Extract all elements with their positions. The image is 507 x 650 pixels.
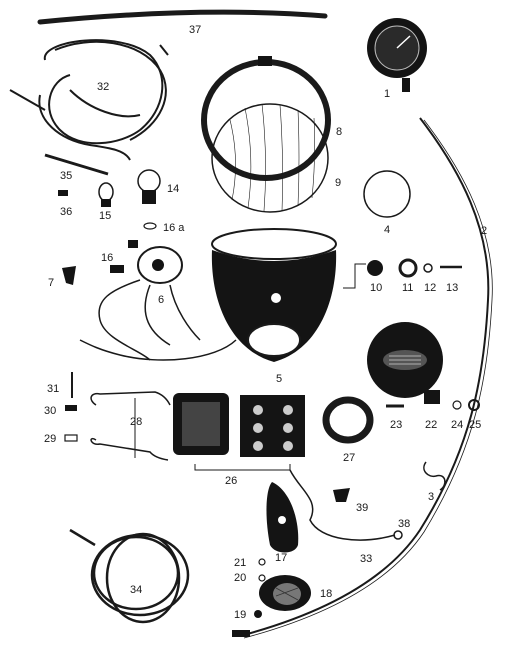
callout-16a: 16 a xyxy=(163,222,185,234)
callout-38: 38 xyxy=(398,518,410,530)
callout-15: 15 xyxy=(99,210,111,222)
callout-32: 32 xyxy=(97,81,109,93)
seal-ring-part xyxy=(322,396,374,444)
callout-33: 33 xyxy=(360,553,372,565)
small-bulb-part xyxy=(98,182,114,207)
horn-washer-part xyxy=(452,400,462,410)
clip-part xyxy=(62,266,76,285)
callout-26: 26 xyxy=(225,475,237,487)
speedometer-cable-inner xyxy=(243,119,493,639)
speedometer-cable-part xyxy=(239,117,490,637)
screw-part xyxy=(254,610,262,618)
callout-16: 16 xyxy=(101,252,113,264)
headlamp-lens-part xyxy=(211,103,329,213)
spring-lower-part xyxy=(90,438,169,461)
housing-cable-part xyxy=(79,339,237,361)
nut-part xyxy=(423,263,433,273)
washer-small-part xyxy=(258,574,266,582)
callout-11: 11 xyxy=(402,282,413,294)
callout-14: 14 xyxy=(167,183,179,195)
callout-28: 28 xyxy=(130,416,142,428)
callout-19: 19 xyxy=(234,609,246,621)
junction-box-part xyxy=(173,393,305,457)
callout-29: 29 xyxy=(44,433,56,445)
callout-30: 30 xyxy=(44,405,56,417)
callout-39: 39 xyxy=(356,502,368,514)
tail-lamp-part xyxy=(259,575,311,611)
callout-10: 10 xyxy=(370,282,382,294)
o-ring-part xyxy=(363,170,411,218)
callout-37: 37 xyxy=(189,24,201,36)
callout-25: 25 xyxy=(469,419,481,431)
bracket-hole xyxy=(278,516,286,524)
coiled-cable-part xyxy=(69,528,190,624)
lead-wire-part xyxy=(289,469,396,541)
callout-18: 18 xyxy=(320,588,332,600)
bulb-holder-part xyxy=(110,265,124,273)
callout-5: 5 xyxy=(276,373,282,385)
group-bracket-26 xyxy=(194,464,291,471)
hook-part xyxy=(423,461,446,491)
callout-4: 4 xyxy=(384,224,390,236)
horn-part xyxy=(367,322,443,404)
sleeve-part xyxy=(44,153,109,176)
callout-27: 27 xyxy=(343,452,355,464)
callout-21: 21 xyxy=(234,557,246,569)
callout-3: 3 xyxy=(428,491,434,503)
callout-13: 13 xyxy=(446,282,458,294)
connector-part xyxy=(58,190,68,196)
spring-upper-part xyxy=(90,391,171,406)
grommet-part xyxy=(367,260,383,276)
callout-35: 35 xyxy=(60,170,72,182)
callout-1: 1 xyxy=(384,88,390,100)
callout-8: 8 xyxy=(336,126,342,138)
plug-part xyxy=(333,488,350,502)
callout-2: 2 xyxy=(481,225,487,237)
sleeve-small-2-part xyxy=(64,434,78,442)
callout-36: 36 xyxy=(60,206,72,218)
callout-6: 6 xyxy=(158,294,164,306)
callout-23: 23 xyxy=(390,419,402,431)
festoon-bulb-part xyxy=(143,222,157,230)
headlamp-housing-part xyxy=(211,228,337,362)
washer-part xyxy=(398,258,418,278)
terminal-part xyxy=(393,530,403,540)
switch-assembly-part xyxy=(98,240,201,361)
speedometer-part xyxy=(367,18,427,92)
wiring-harness-part xyxy=(9,39,169,161)
hose-part xyxy=(37,9,328,25)
headlight-bulb-part xyxy=(137,169,161,204)
callout-22: 22 xyxy=(425,419,437,431)
callout-34: 34 xyxy=(130,584,142,596)
callout-20: 20 xyxy=(234,572,246,584)
callout-17: 17 xyxy=(275,552,287,564)
washer-tiny-part xyxy=(258,558,266,566)
cable-end-fitting xyxy=(232,630,250,637)
callout-24: 24 xyxy=(451,419,463,431)
bracket-line xyxy=(343,263,366,289)
callout-9: 9 xyxy=(335,177,341,189)
headlamp-rim-part xyxy=(201,56,331,181)
horn-nut-part xyxy=(468,399,480,411)
callout-labels: 1 2 3 4 5 6 7 8 9 10 11 12 13 14 15 16 1… xyxy=(44,24,487,621)
callout-7: 7 xyxy=(48,277,54,289)
callout-12: 12 xyxy=(424,282,436,294)
sleeve-small-part xyxy=(65,405,77,411)
callout-31: 31 xyxy=(47,383,59,395)
